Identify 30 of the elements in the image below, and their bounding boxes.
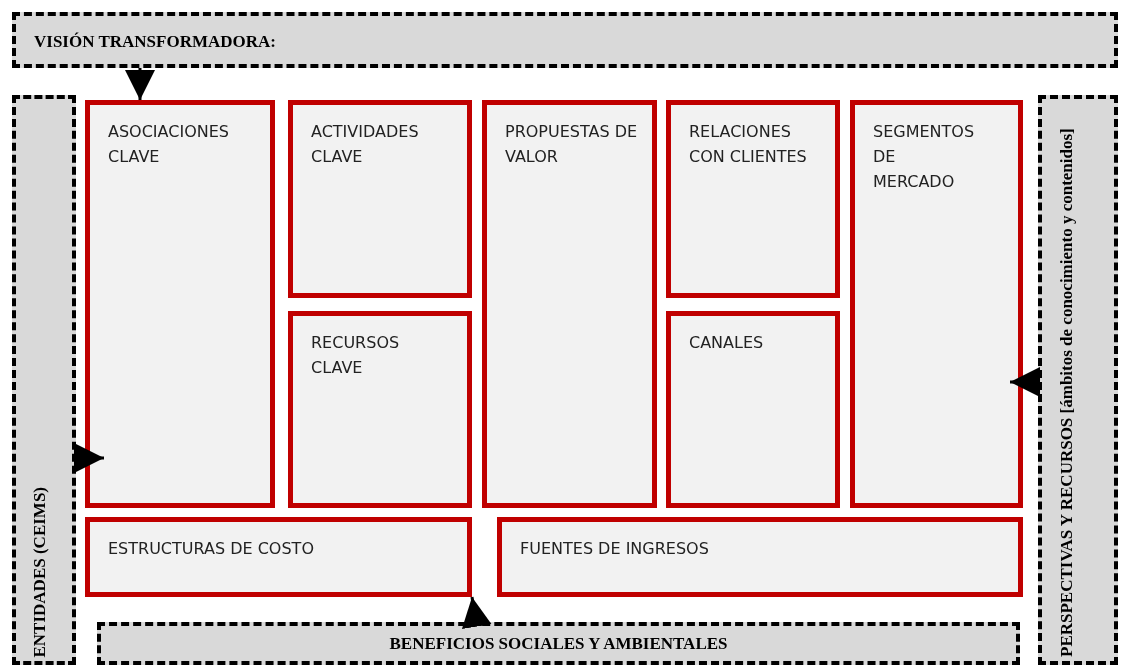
band-title: ENTIDADES (CEIMS) <box>30 486 50 657</box>
arrow <box>1010 367 1040 397</box>
arrow <box>125 68 155 100</box>
canvas-block <box>288 311 472 508</box>
block-title: PROPUESTAS DE VALOR <box>505 121 639 168</box>
dashed-band <box>12 12 1118 68</box>
band-title: BENEFICIOS SOCIALES Y AMBIENTALES <box>388 634 729 654</box>
dashed-band <box>12 95 76 665</box>
block-title: ACTIVIDADES CLAVE <box>311 121 420 168</box>
block-title: RELACIONES CON CLIENTES <box>689 121 808 168</box>
dashed-band <box>97 622 1020 665</box>
canvas-block <box>497 517 1023 597</box>
canvas-block <box>288 100 472 298</box>
canvas-block <box>666 100 840 298</box>
band-title: VISIÓN TRANSFORMADORA: <box>34 32 276 52</box>
block-title: SEGMENTOS DE MERCADO <box>873 121 973 193</box>
canvas-block <box>85 100 275 508</box>
dashed-band <box>1038 95 1118 665</box>
arrow <box>461 596 492 629</box>
block-title: FUENTES DE INGRESOS <box>520 538 710 560</box>
canvas-block <box>666 311 840 508</box>
block-title: RECURSOS CLAVE <box>311 332 401 379</box>
block-title: ASOCIACIONES CLAVE <box>108 121 230 168</box>
block-title: ESTRUCTURAS DE COSTO <box>108 538 315 560</box>
canvas-block <box>850 100 1023 508</box>
band-title: PERSPECTIVAS Y RECURSOS [ámbitos de conocimiento y contenidos] <box>1056 127 1077 657</box>
canvas-block <box>85 517 472 597</box>
canvas-block <box>482 100 657 508</box>
block-title: CANALES <box>689 332 765 354</box>
arrow <box>74 443 104 473</box>
